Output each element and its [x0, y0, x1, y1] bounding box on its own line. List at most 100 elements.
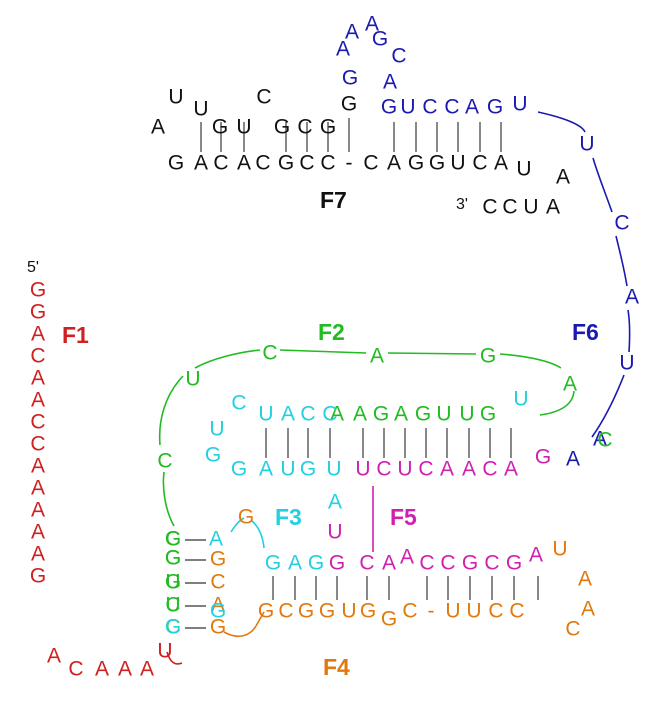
nucleotide-g: G: [165, 528, 181, 551]
nucleotide-c: C: [165, 528, 180, 551]
nucleotide-g: G: [308, 552, 324, 575]
nucleotide-g: G: [265, 552, 281, 575]
f2-backbone-line: [387, 352, 477, 355]
domain-label-f2: F2: [318, 319, 345, 345]
nucleotide-c: C: [165, 594, 180, 617]
nucleotide-a: A: [382, 552, 396, 575]
nucleotide-a: A: [31, 521, 45, 544]
nucleotide-c: C: [255, 152, 270, 175]
f2-backbone-line: [194, 349, 261, 369]
nucleotide-g: G: [212, 116, 228, 139]
nucleotide-g: G: [408, 152, 424, 175]
nucleotide-c: C: [488, 600, 503, 623]
nucleotide-u: U: [185, 368, 200, 391]
nucleotide-c: C: [376, 458, 391, 481]
nucleotide-g: G: [487, 96, 503, 119]
nucleotide-g: G: [320, 116, 336, 139]
nucleotide-u: U: [355, 458, 370, 481]
nucleotide-u: U: [341, 600, 356, 623]
nucleotide-u: U: [327, 521, 342, 544]
nucleotide-a: A: [465, 96, 479, 119]
nucleotide-g: G: [360, 600, 376, 623]
nucleotide-a: A: [625, 286, 639, 309]
nucleotide-g: G: [381, 608, 397, 631]
nucleotide-u: U: [552, 538, 567, 561]
f6-backbone-line: [591, 374, 625, 438]
nucleotide-a: A: [281, 403, 295, 426]
nucleotide-g: G: [231, 458, 247, 481]
domain-label-f5: F5: [390, 504, 417, 530]
nucleotide-c: C: [278, 600, 293, 623]
nucleotide-u: U: [466, 600, 481, 623]
backbone-dash: -: [428, 600, 435, 623]
nucleotide-a: A: [31, 389, 45, 412]
nucleotide-g: G: [415, 403, 431, 426]
nucleotide-u: U: [168, 86, 183, 109]
nucleotide-a: A: [288, 552, 302, 575]
nucleotide-c: C: [614, 212, 629, 235]
nucleotide-a: A: [394, 403, 408, 426]
nucleotide-c: C: [165, 616, 180, 639]
nucleotide-g: G: [372, 28, 388, 51]
nucleotide-c: C: [391, 45, 406, 68]
nucleotide-a: A: [400, 546, 414, 569]
nucleotide-c: C: [320, 152, 335, 175]
nucleotide-a: A: [566, 448, 580, 471]
nucleotide-u: U: [512, 93, 527, 116]
nucleotide-c: C: [322, 403, 337, 426]
nucleotide-c: C: [402, 600, 417, 623]
nucleotide-a: A: [383, 71, 397, 94]
nucleotide-u: U: [579, 133, 594, 156]
nucleotide-g: G: [210, 600, 226, 623]
nucleotide-u: U: [165, 594, 180, 617]
nucleotide-c: C: [359, 552, 374, 575]
nucleotide-c: C: [297, 116, 312, 139]
nucleotide-a: A: [330, 403, 344, 426]
nucleotide-c: C: [210, 571, 225, 594]
nucleotide-g: G: [168, 152, 184, 175]
nucleotide-g: G: [506, 552, 522, 575]
nucleotide-a: A: [581, 598, 595, 621]
nucleotide-a: A: [365, 13, 379, 36]
nucleotide-u: U: [193, 98, 208, 121]
f2-backbone-line: [162, 471, 175, 527]
nucleotide-c: C: [418, 458, 433, 481]
three-prime-end-label: 3': [456, 196, 468, 213]
nucleotide-a: A: [209, 528, 223, 551]
nucleotide-c: C: [440, 552, 455, 575]
nucleotide-c: C: [484, 552, 499, 575]
five-prime-end-label: 5': [27, 259, 39, 276]
nucleotide-g: G: [373, 403, 389, 426]
nucleotide-c: C: [30, 411, 45, 434]
nucleotide-g: G: [165, 571, 181, 594]
nucleotide-a: A: [462, 458, 476, 481]
domain-label-f3: F3: [275, 504, 302, 530]
nucleotide-g: G: [205, 444, 221, 467]
nucleotide-a: A: [47, 645, 61, 668]
nucleotide-a: A: [259, 458, 273, 481]
nucleotide-g: G: [298, 600, 314, 623]
nucleotide-c: C: [157, 450, 172, 473]
nucleotide-g: G: [210, 616, 226, 639]
nucleotide-a: A: [336, 38, 350, 61]
nucleotide-u: U: [450, 152, 465, 175]
nucleotide-c: C: [300, 403, 315, 426]
nucleotide-u: U: [280, 458, 295, 481]
nucleotide-u: U: [459, 403, 474, 426]
nucleotide-a: A: [593, 428, 607, 451]
nucleotide-a: A: [31, 499, 45, 522]
nucleotide-u: U: [236, 116, 251, 139]
nucleotide-a: A: [387, 152, 401, 175]
nucleotide-a: A: [345, 21, 359, 44]
nucleotide-c: C: [299, 152, 314, 175]
nucleotide-u: U: [513, 388, 528, 411]
nucleotide-c: C: [597, 429, 612, 452]
nucleotide-g: G: [165, 547, 181, 570]
nucleotide-a: A: [440, 458, 454, 481]
nucleotide-g: G: [480, 345, 496, 368]
nucleotide-a: A: [95, 658, 109, 681]
nucleotide-u: U: [326, 458, 341, 481]
f2-backbone-line: [539, 390, 575, 416]
nucleotide-g: G: [329, 552, 345, 575]
